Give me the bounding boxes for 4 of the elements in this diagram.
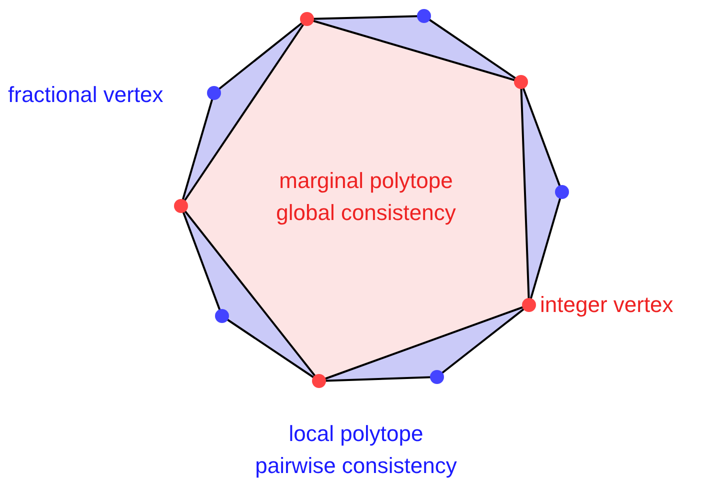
- region-label: marginal polytope global consistency: [275, 167, 457, 227]
- region-label: local polytope pairwise consistency: [254, 420, 458, 480]
- vertex-label: integer vertex: [540, 292, 674, 318]
- vertex-label: fractional vertex: [8, 82, 164, 108]
